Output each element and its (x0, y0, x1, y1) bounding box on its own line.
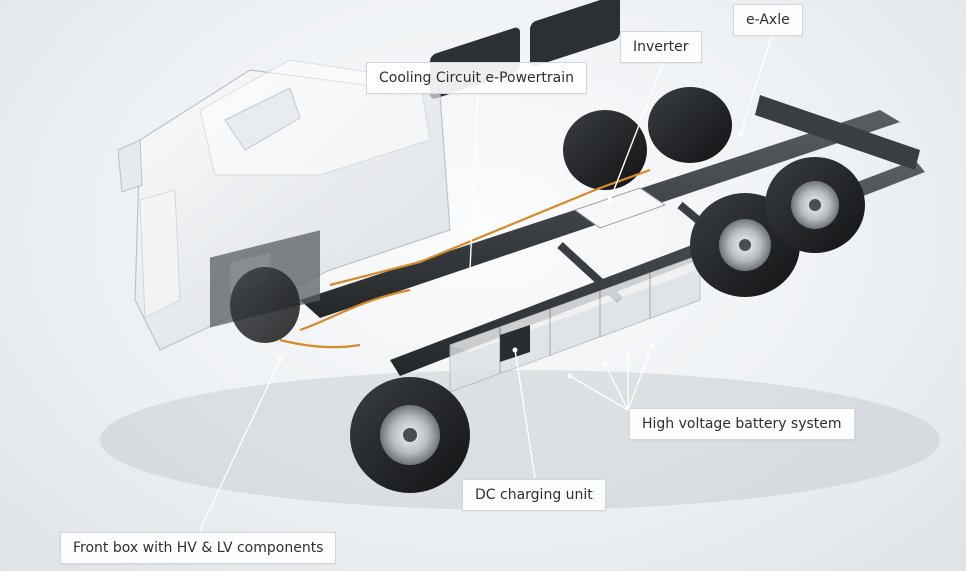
ground-shadow (100, 370, 940, 510)
callout-leader-lines (199, 34, 773, 531)
dc-charging-box (500, 325, 530, 362)
rear-wheels (690, 157, 865, 297)
rear-tires-back (563, 87, 732, 190)
callout-hv-battery: High voltage battery system (629, 408, 855, 440)
front-wheel (230, 267, 470, 493)
inverter-unit (573, 187, 667, 229)
callout-front-box: Front box with HV & LV components (60, 532, 337, 564)
callout-inverter: Inverter (620, 31, 702, 63)
callout-dc-charging: DC charging unit (462, 479, 606, 511)
callout-e-axle: e-Axle (733, 4, 803, 36)
cooling-lines (279, 168, 651, 349)
callout-cooling-circuit: Cooling Circuit e-Powertrain (366, 62, 587, 94)
